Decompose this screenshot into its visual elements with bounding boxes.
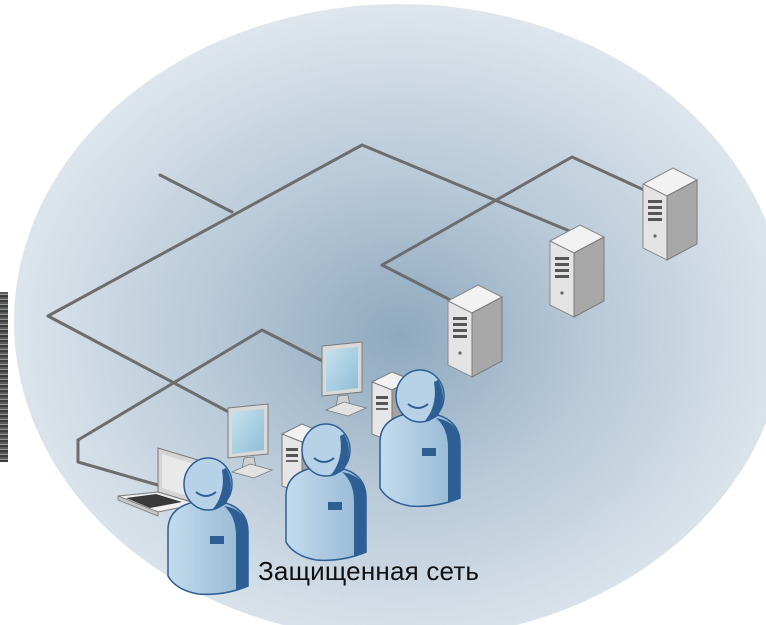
server-icon <box>447 284 503 378</box>
server-icon <box>642 167 698 261</box>
secure-network-zone <box>14 4 766 625</box>
edge-artifact <box>0 292 8 462</box>
network-cables <box>46 143 657 492</box>
server-icon <box>549 224 605 318</box>
zone-caption: Защищенная сеть <box>258 556 480 586</box>
